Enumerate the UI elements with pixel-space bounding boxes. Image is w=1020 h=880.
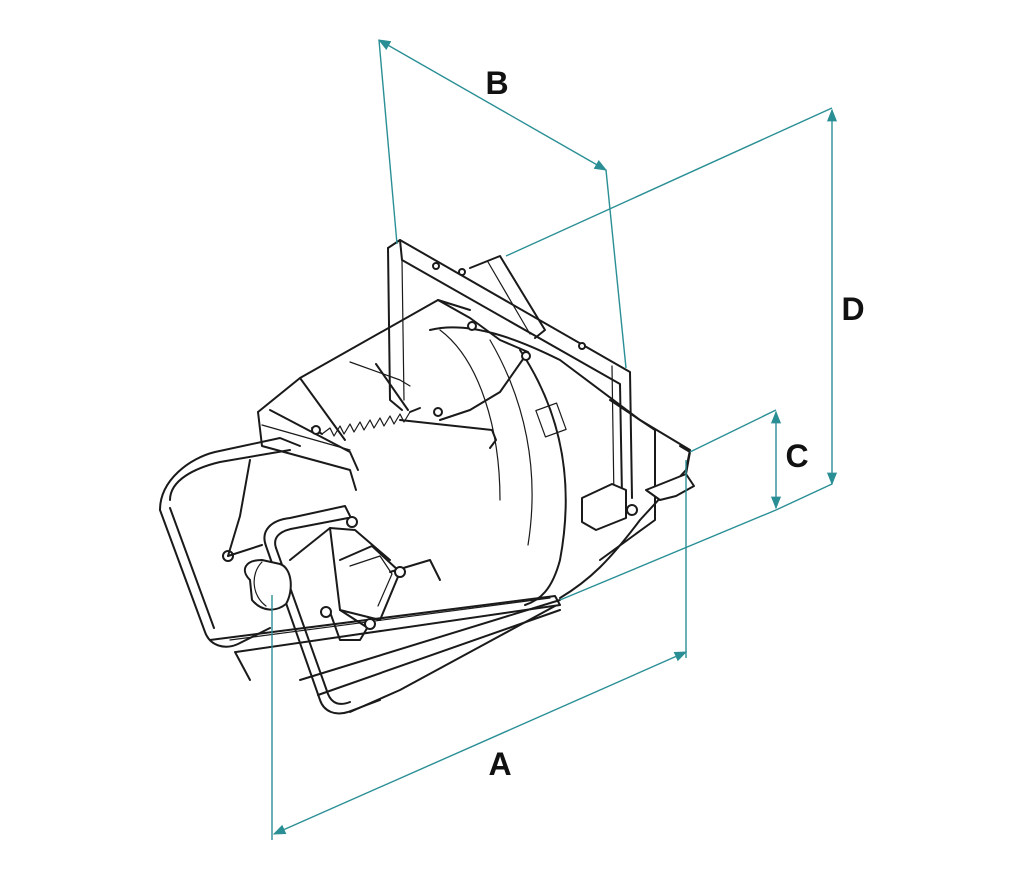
dimension-labels: A B C D [485, 65, 864, 782]
dimension-c-label: C [785, 438, 808, 474]
hinge-bracket [581, 445, 695, 531]
dimension-a-label: A [488, 746, 511, 782]
dimension-a [271, 460, 688, 840]
conical-hopper [429, 326, 691, 606]
concrete-bucket-drawing [159, 239, 695, 715]
dimension-b [377, 39, 627, 369]
frame-pins [432, 262, 586, 417]
dimension-b-label: B [485, 65, 508, 101]
spring [311, 407, 421, 437]
dimension-d [505, 107, 838, 511]
front-loop-handle [263, 505, 556, 715]
dimension-c [559, 409, 782, 601]
dimension-lines [271, 39, 838, 840]
rear-lifting-frame [387, 239, 633, 501]
dimension-d-label: D [841, 291, 864, 327]
discharge-gate [222, 459, 441, 641]
skid-frame [159, 437, 561, 696]
top-handle-frame [257, 299, 529, 491]
